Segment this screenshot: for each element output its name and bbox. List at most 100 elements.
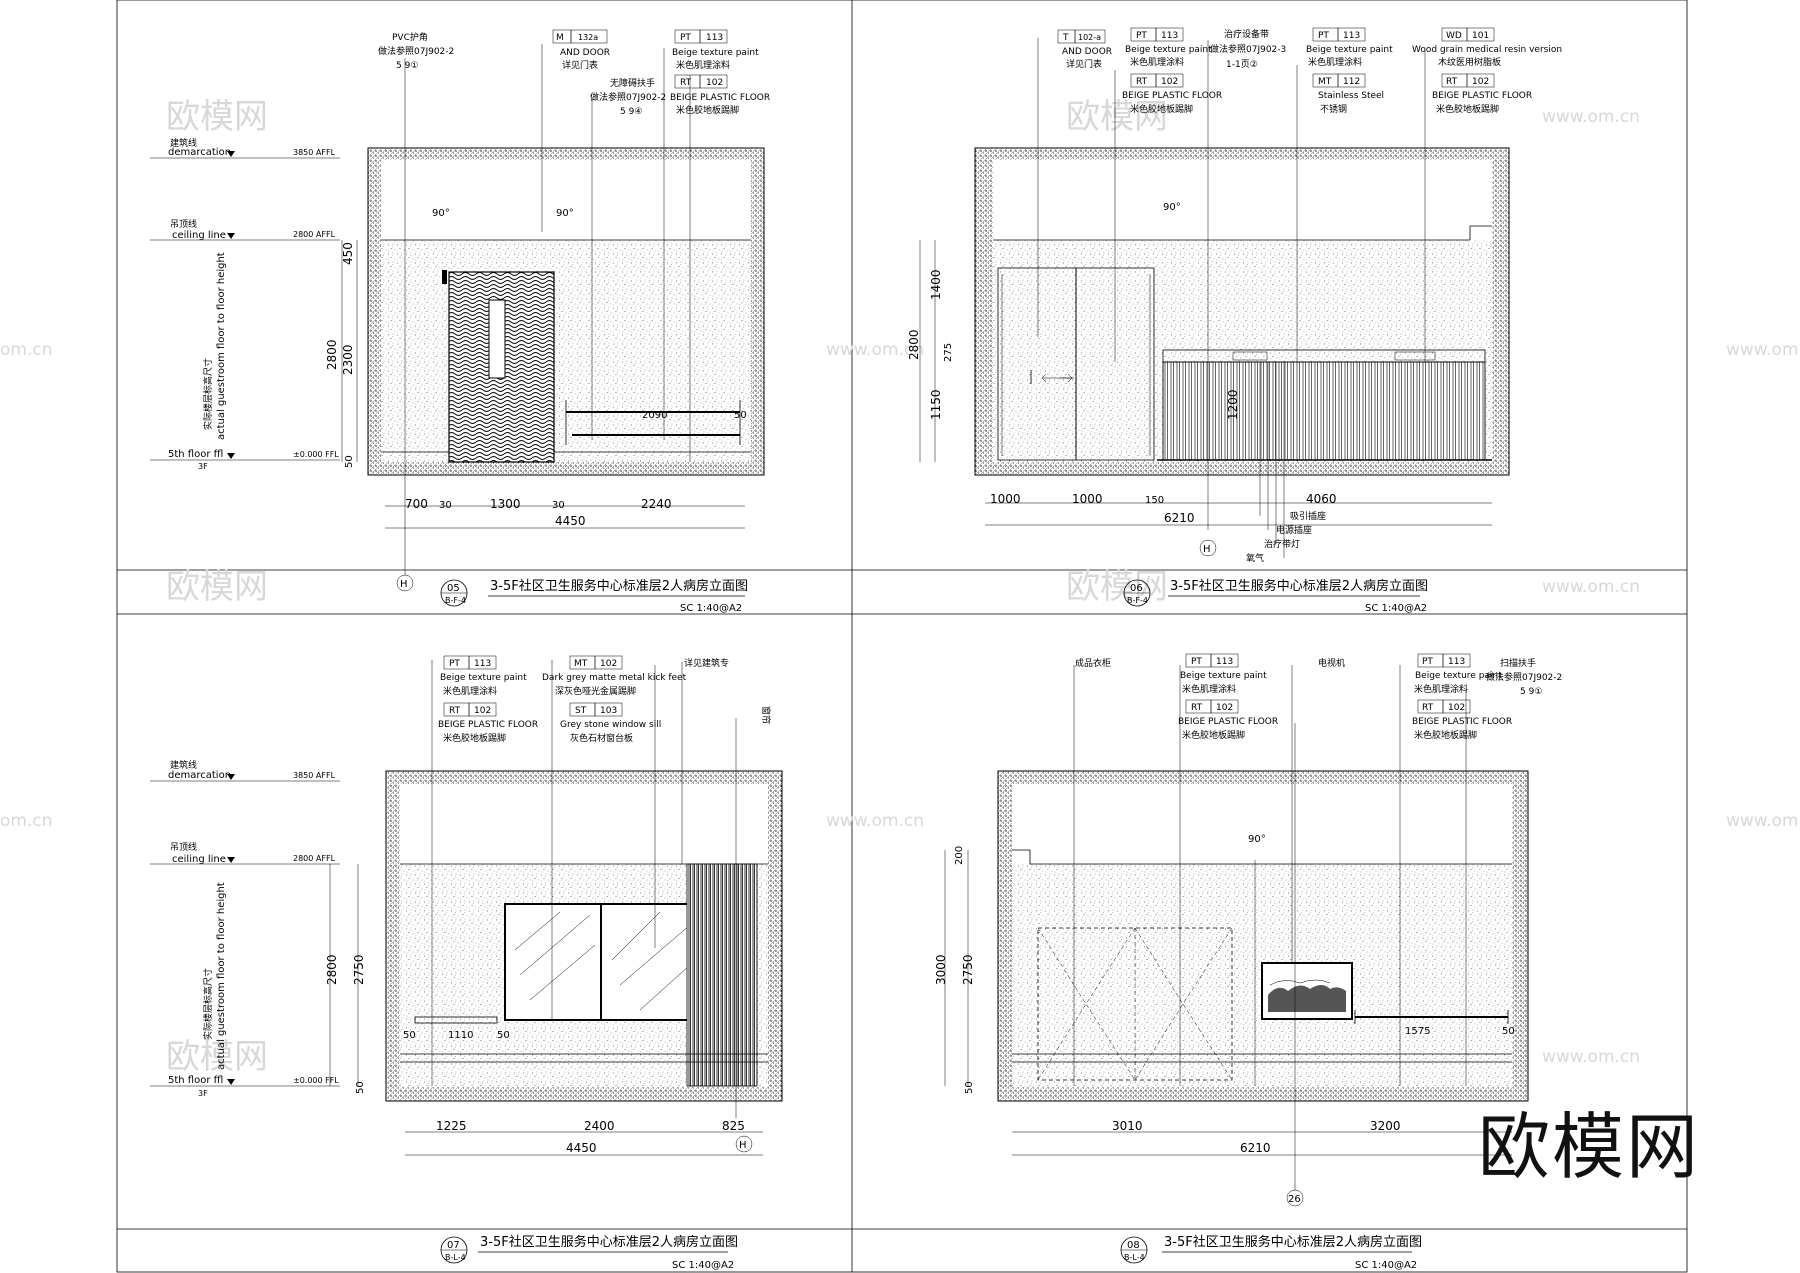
medical-equipment-band	[1162, 349, 1486, 363]
drawing-title: 08 B-L-4 3-5F社区卫生服务中心标准层2人病房立面图 SC 1:40@…	[1120, 1234, 1422, 1271]
svg-text:actual guestroom floor to floo: actual guestroom floor to floor height	[216, 252, 227, 440]
svg-text:50: 50	[344, 455, 355, 468]
svg-text:102: 102	[1472, 77, 1489, 87]
svg-text:PT: PT	[1136, 31, 1147, 41]
svg-text:102: 102	[1161, 77, 1178, 87]
svg-text:米色肌理涂料: 米色肌理涂料	[676, 59, 730, 71]
svg-text:103: 103	[600, 706, 617, 716]
svg-text:90°: 90°	[556, 208, 574, 219]
svg-text:2400: 2400	[584, 1119, 615, 1133]
svg-text:3-5F社区卫生服务中心标准层2人病房立面图: 3-5F社区卫生服务中心标准层2人病房立面图	[1164, 1234, 1422, 1250]
dimensions: 1225 2400 825 4450 1110 50 50 2800 2750 …	[325, 864, 763, 1156]
svg-text:113: 113	[1448, 657, 1465, 667]
svg-text:90°: 90°	[432, 208, 450, 219]
svg-text:无障碍扶手: 无障碍扶手	[610, 77, 655, 89]
svg-text:102: 102	[706, 78, 723, 88]
svg-text:3010: 3010	[1112, 1119, 1143, 1133]
svg-text:90°: 90°	[1163, 202, 1181, 213]
panel-07: 建筑线 demarcation 3850 AFFL 吊顶线 ceiling li…	[150, 655, 783, 1271]
svg-text:2240: 2240	[641, 497, 672, 511]
svg-text:112: 112	[1343, 77, 1360, 87]
svg-text:3-5F社区卫生服务中心标准层2人病房立面图: 3-5F社区卫生服务中心标准层2人病房立面图	[490, 578, 748, 594]
svg-text:Stainless Steel: Stainless Steel	[1318, 91, 1384, 101]
level-marks: 建筑线 demarcation 3850 AFFL 吊顶线 ceiling li…	[150, 759, 340, 1098]
svg-text:3-5F社区卫生服务中心标准层2人病房立面图: 3-5F社区卫生服务中心标准层2人病房立面图	[480, 1234, 738, 1250]
svg-text:1000: 1000	[990, 492, 1021, 506]
svg-text:MT: MT	[574, 659, 588, 669]
svg-text:1575: 1575	[1405, 1026, 1430, 1037]
svg-text:2300: 2300	[341, 344, 355, 375]
svg-text:132a: 132a	[578, 33, 598, 42]
wm-brand: 欧模网	[166, 567, 268, 607]
svg-text:2800: 2800	[907, 329, 921, 360]
svg-text:B-L-4: B-L-4	[1124, 1253, 1145, 1262]
svg-text:Beige texture paint: Beige texture paint	[672, 48, 759, 58]
svg-text:5 9①: 5 9①	[396, 61, 418, 71]
svg-text:RT: RT	[1446, 77, 1458, 87]
svg-text:做法参照07J902-2: 做法参照07J902-2	[1486, 671, 1562, 683]
svg-text:4060: 4060	[1306, 492, 1337, 506]
svg-text:T: T	[1062, 33, 1069, 43]
svg-text:扫描扶手: 扫描扶手	[1500, 657, 1536, 669]
svg-text:3850 AFFL: 3850 AFFL	[293, 771, 336, 780]
dimensions: 3010 3200 6210 1575 50 200 3000 2750 50	[934, 846, 1515, 1156]
svg-text:1-1页②: 1-1页②	[1226, 59, 1258, 70]
svg-text:demarcation: demarcation	[168, 770, 231, 781]
wm-brand: 欧模网	[1066, 97, 1168, 137]
svg-text:米色肌理涂料: 米色肌理涂料	[1130, 56, 1184, 68]
svg-text:±0.000 FFL: ±0.000 FFL	[293, 450, 339, 459]
panel-05: 建筑线 demarcation 3850 AFFL 吊顶线 ceiling li…	[150, 29, 770, 614]
svg-text:50: 50	[355, 1081, 366, 1094]
svg-text:ceiling line: ceiling line	[172, 854, 226, 865]
wm-brand: 欧模网	[166, 97, 268, 137]
svg-text:AND DOOR: AND DOOR	[560, 48, 610, 58]
wm-site: www.om.cn	[1542, 107, 1640, 127]
svg-text:RT: RT	[449, 706, 461, 716]
svg-text:4450: 4450	[566, 1141, 597, 1155]
svg-text:2750: 2750	[961, 954, 975, 985]
svg-text:米色胶地板踢脚: 米色胶地板踢脚	[1130, 103, 1193, 115]
drawing-title: 05 B-F-4 3-5F社区卫生服务中心标准层2人病房立面图 SC 1:40@…	[440, 578, 748, 614]
brand-logo: 欧模网	[1478, 1105, 1701, 1189]
watermarks: 欧模网 欧模网 www.om.cn om.cn www.om.cn www.om…	[0, 97, 1800, 1077]
svg-text:Wood grain medical resin versi: Wood grain medical resin version	[1412, 45, 1562, 55]
wm-brand: 欧模网	[1066, 567, 1168, 607]
svg-text:PT: PT	[1191, 657, 1202, 667]
svg-text:PT: PT	[680, 33, 691, 43]
svg-text:氧气: 氧气	[1246, 552, 1264, 564]
svg-text:木纹医用树脂板: 木纹医用树脂板	[1438, 56, 1501, 68]
svg-text:H: H	[400, 579, 408, 590]
svg-text:2090: 2090	[642, 410, 667, 421]
svg-text:1300: 1300	[490, 497, 521, 511]
svg-text:08: 08	[1127, 1240, 1140, 1251]
svg-text:SC 1:40@A2: SC 1:40@A2	[1365, 603, 1427, 614]
svg-text:电视机: 电视机	[1318, 657, 1345, 669]
svg-text:actual guestroom floor to floo: actual guestroom floor to floor height	[216, 882, 227, 1070]
sheet-frame	[116, 0, 1688, 1273]
svg-text:06: 06	[1130, 583, 1143, 594]
svg-text:H: H	[739, 1140, 747, 1151]
svg-text:2800: 2800	[325, 339, 339, 370]
svg-text:米色肌理涂料: 米色肌理涂料	[1414, 683, 1468, 695]
svg-text:1110: 1110	[448, 1030, 473, 1041]
svg-text:MT: MT	[1318, 77, 1332, 87]
wm-site: www.om.cn	[826, 811, 924, 831]
svg-text:B-L-4: B-L-4	[445, 1253, 466, 1262]
svg-text:米色肌理涂料: 米色肌理涂料	[1308, 56, 1362, 68]
svg-text:3-5F社区卫生服务中心标准层2人病房立面图: 3-5F社区卫生服务中心标准层2人病房立面图	[1170, 578, 1428, 594]
svg-text:50: 50	[734, 410, 747, 421]
svg-text:1200: 1200	[1226, 389, 1240, 420]
svg-text:200: 200	[954, 846, 965, 865]
svg-text:2800 AFFL: 2800 AFFL	[293, 854, 336, 863]
svg-text:米色肌理涂料: 米色肌理涂料	[1182, 683, 1236, 695]
svg-text:30: 30	[439, 500, 452, 511]
svg-text:150: 150	[1145, 495, 1164, 506]
svg-text:深灰色哑光金属踢脚: 深灰色哑光金属踢脚	[555, 685, 636, 697]
